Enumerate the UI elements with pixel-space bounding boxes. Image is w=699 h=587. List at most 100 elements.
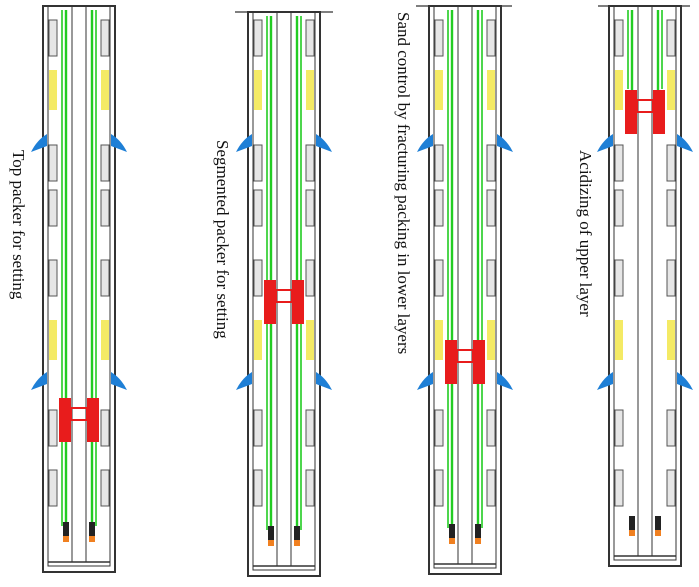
caption-sand-control: Sand control by fracturing packing in lo… [394, 12, 413, 355]
anchor-slip [236, 134, 252, 152]
tool-end [475, 524, 481, 542]
tool-block [434, 469, 444, 507]
tool-block [48, 144, 58, 182]
inner-casing [252, 11, 316, 571]
seal-element [667, 70, 675, 110]
seal-element [487, 320, 495, 360]
seal-element [667, 320, 675, 360]
packer-bridge [636, 99, 654, 113]
anchor-slip [497, 134, 513, 152]
tool-end [63, 522, 69, 540]
tool-block [100, 144, 110, 182]
tool-block [305, 469, 315, 507]
seal-element [49, 70, 57, 110]
tool-end-marker [294, 540, 300, 546]
tool-block [486, 409, 496, 447]
tool-end-marker [629, 530, 635, 536]
tool-end-marker [89, 536, 95, 542]
tool-block [100, 409, 110, 447]
tool-block [614, 469, 624, 507]
well-panel-3 [416, 5, 513, 575]
anchor-slip [31, 372, 47, 390]
seal-element [306, 320, 314, 360]
anchor-slip [417, 134, 433, 152]
tool-block [253, 189, 263, 227]
seal-element [487, 70, 495, 110]
caption-acidizing: Acidizing of upper layer [576, 150, 595, 317]
tool-block [666, 259, 676, 297]
anchor-slip [597, 372, 613, 390]
anchor-slip [497, 372, 513, 390]
tool-end-marker [268, 540, 274, 546]
tool-end-marker [63, 536, 69, 542]
tool-block [614, 259, 624, 297]
seal-element [615, 320, 623, 360]
packer-bridge [275, 289, 293, 303]
tool-end-marker [449, 538, 455, 544]
seal-element [615, 70, 623, 110]
tool-block [48, 19, 58, 57]
seal-element [254, 70, 262, 110]
tool-block [666, 469, 676, 507]
tool-end [294, 526, 300, 544]
tool-block [434, 144, 444, 182]
seal-element [435, 70, 443, 110]
tool-block [48, 189, 58, 227]
tool-block [486, 144, 496, 182]
tool-end [268, 526, 274, 544]
seal-element [306, 70, 314, 110]
tool-block [100, 469, 110, 507]
tool-block [253, 259, 263, 297]
tool-block [100, 259, 110, 297]
anchor-slip [677, 372, 693, 390]
seal-element [101, 70, 109, 110]
tool-block [614, 144, 624, 182]
packer-element [653, 90, 665, 134]
seal-element [101, 320, 109, 360]
tool-block [305, 259, 315, 297]
well-panel-2 [235, 11, 333, 577]
packer-element [445, 340, 457, 384]
tool-block [305, 144, 315, 182]
anchor-slip [417, 372, 433, 390]
anchor-slip [316, 134, 332, 152]
tool-block [305, 409, 315, 447]
tool-end [655, 516, 661, 534]
tool-block [486, 19, 496, 57]
caption-segmented-packer: Segmented packer for setting [213, 140, 232, 339]
tool-block [614, 19, 624, 57]
packer-element [473, 340, 485, 384]
anchor-slip [236, 372, 252, 390]
tool-block [614, 189, 624, 227]
packer-element [292, 280, 304, 324]
tool-block [666, 189, 676, 227]
packer-element [625, 90, 637, 134]
tool-block [434, 259, 444, 297]
tool-block [48, 259, 58, 297]
packer-bridge [70, 407, 88, 421]
tool-end [89, 522, 95, 540]
tool-block [100, 19, 110, 57]
tool-end-marker [655, 530, 661, 536]
seal-element [254, 320, 262, 360]
anchor-slip [111, 134, 127, 152]
tool-block [253, 469, 263, 507]
tool-block [48, 469, 58, 507]
tool-block [253, 409, 263, 447]
tool-block [305, 189, 315, 227]
tool-end-marker [475, 538, 481, 544]
anchor-slip [31, 134, 47, 152]
tool-block [434, 409, 444, 447]
tool-block [666, 144, 676, 182]
caption-top-packer: Top packer for setting [9, 150, 28, 300]
tool-block [486, 259, 496, 297]
tool-block [486, 189, 496, 227]
tool-end [629, 516, 635, 534]
packer-bridge [456, 349, 474, 363]
tool-block [666, 409, 676, 447]
tool-block [253, 144, 263, 182]
anchor-slip [316, 372, 332, 390]
packer-element [87, 398, 99, 442]
tool-block [666, 19, 676, 57]
